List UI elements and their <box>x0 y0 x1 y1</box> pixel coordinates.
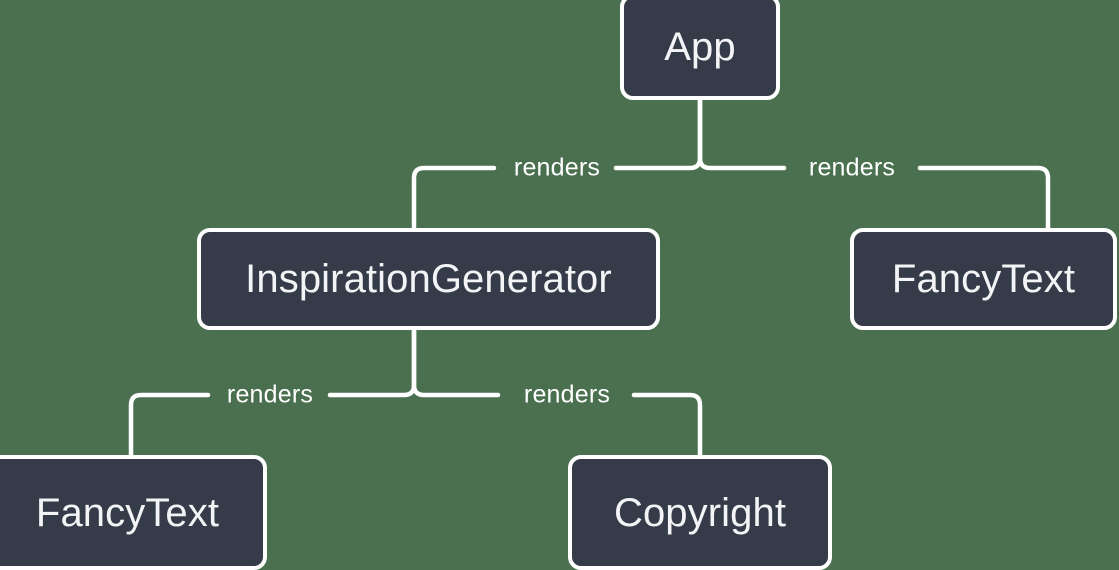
edge-inspiration-to-left-rail <box>327 327 417 398</box>
node-fancy-text-bottom-label: FancyText <box>35 490 220 535</box>
node-fancy-text-right[interactable]: FancyText <box>850 228 1117 330</box>
node-app-label: App <box>664 25 736 69</box>
node-copyright[interactable]: Copyright <box>568 455 832 570</box>
edge-rail-to-fancy-text-right <box>917 165 1051 231</box>
node-inspiration-generator[interactable]: InspirationGenerator <box>197 228 660 330</box>
edge-label-inspiration-generator-fancy-text-bottom: renders <box>226 380 314 409</box>
node-fancy-text-right-label: FancyText <box>891 257 1076 301</box>
edge-label-app-fancy-text-right: renders <box>808 153 896 182</box>
edge-label-inspiration-generator-copyright: renders <box>523 380 611 409</box>
edge-rail-to-inspiration-generator <box>411 165 497 231</box>
node-app[interactable]: App <box>620 0 780 100</box>
node-copyright-label: Copyright <box>613 490 787 535</box>
node-fancy-text-bottom[interactable]: FancyText <box>0 455 267 570</box>
edge-inspiration-to-right-rail <box>411 327 501 398</box>
edge-app-to-left-rail <box>613 97 703 171</box>
edge-rail-to-fancy-text-bottom <box>128 392 211 458</box>
node-inspiration-generator-label: InspirationGenerator <box>245 257 612 301</box>
edge-label-app-inspiration-generator: renders <box>513 153 601 182</box>
edge-app-to-right-rail <box>697 97 787 171</box>
edge-rail-to-copyright <box>631 392 703 458</box>
